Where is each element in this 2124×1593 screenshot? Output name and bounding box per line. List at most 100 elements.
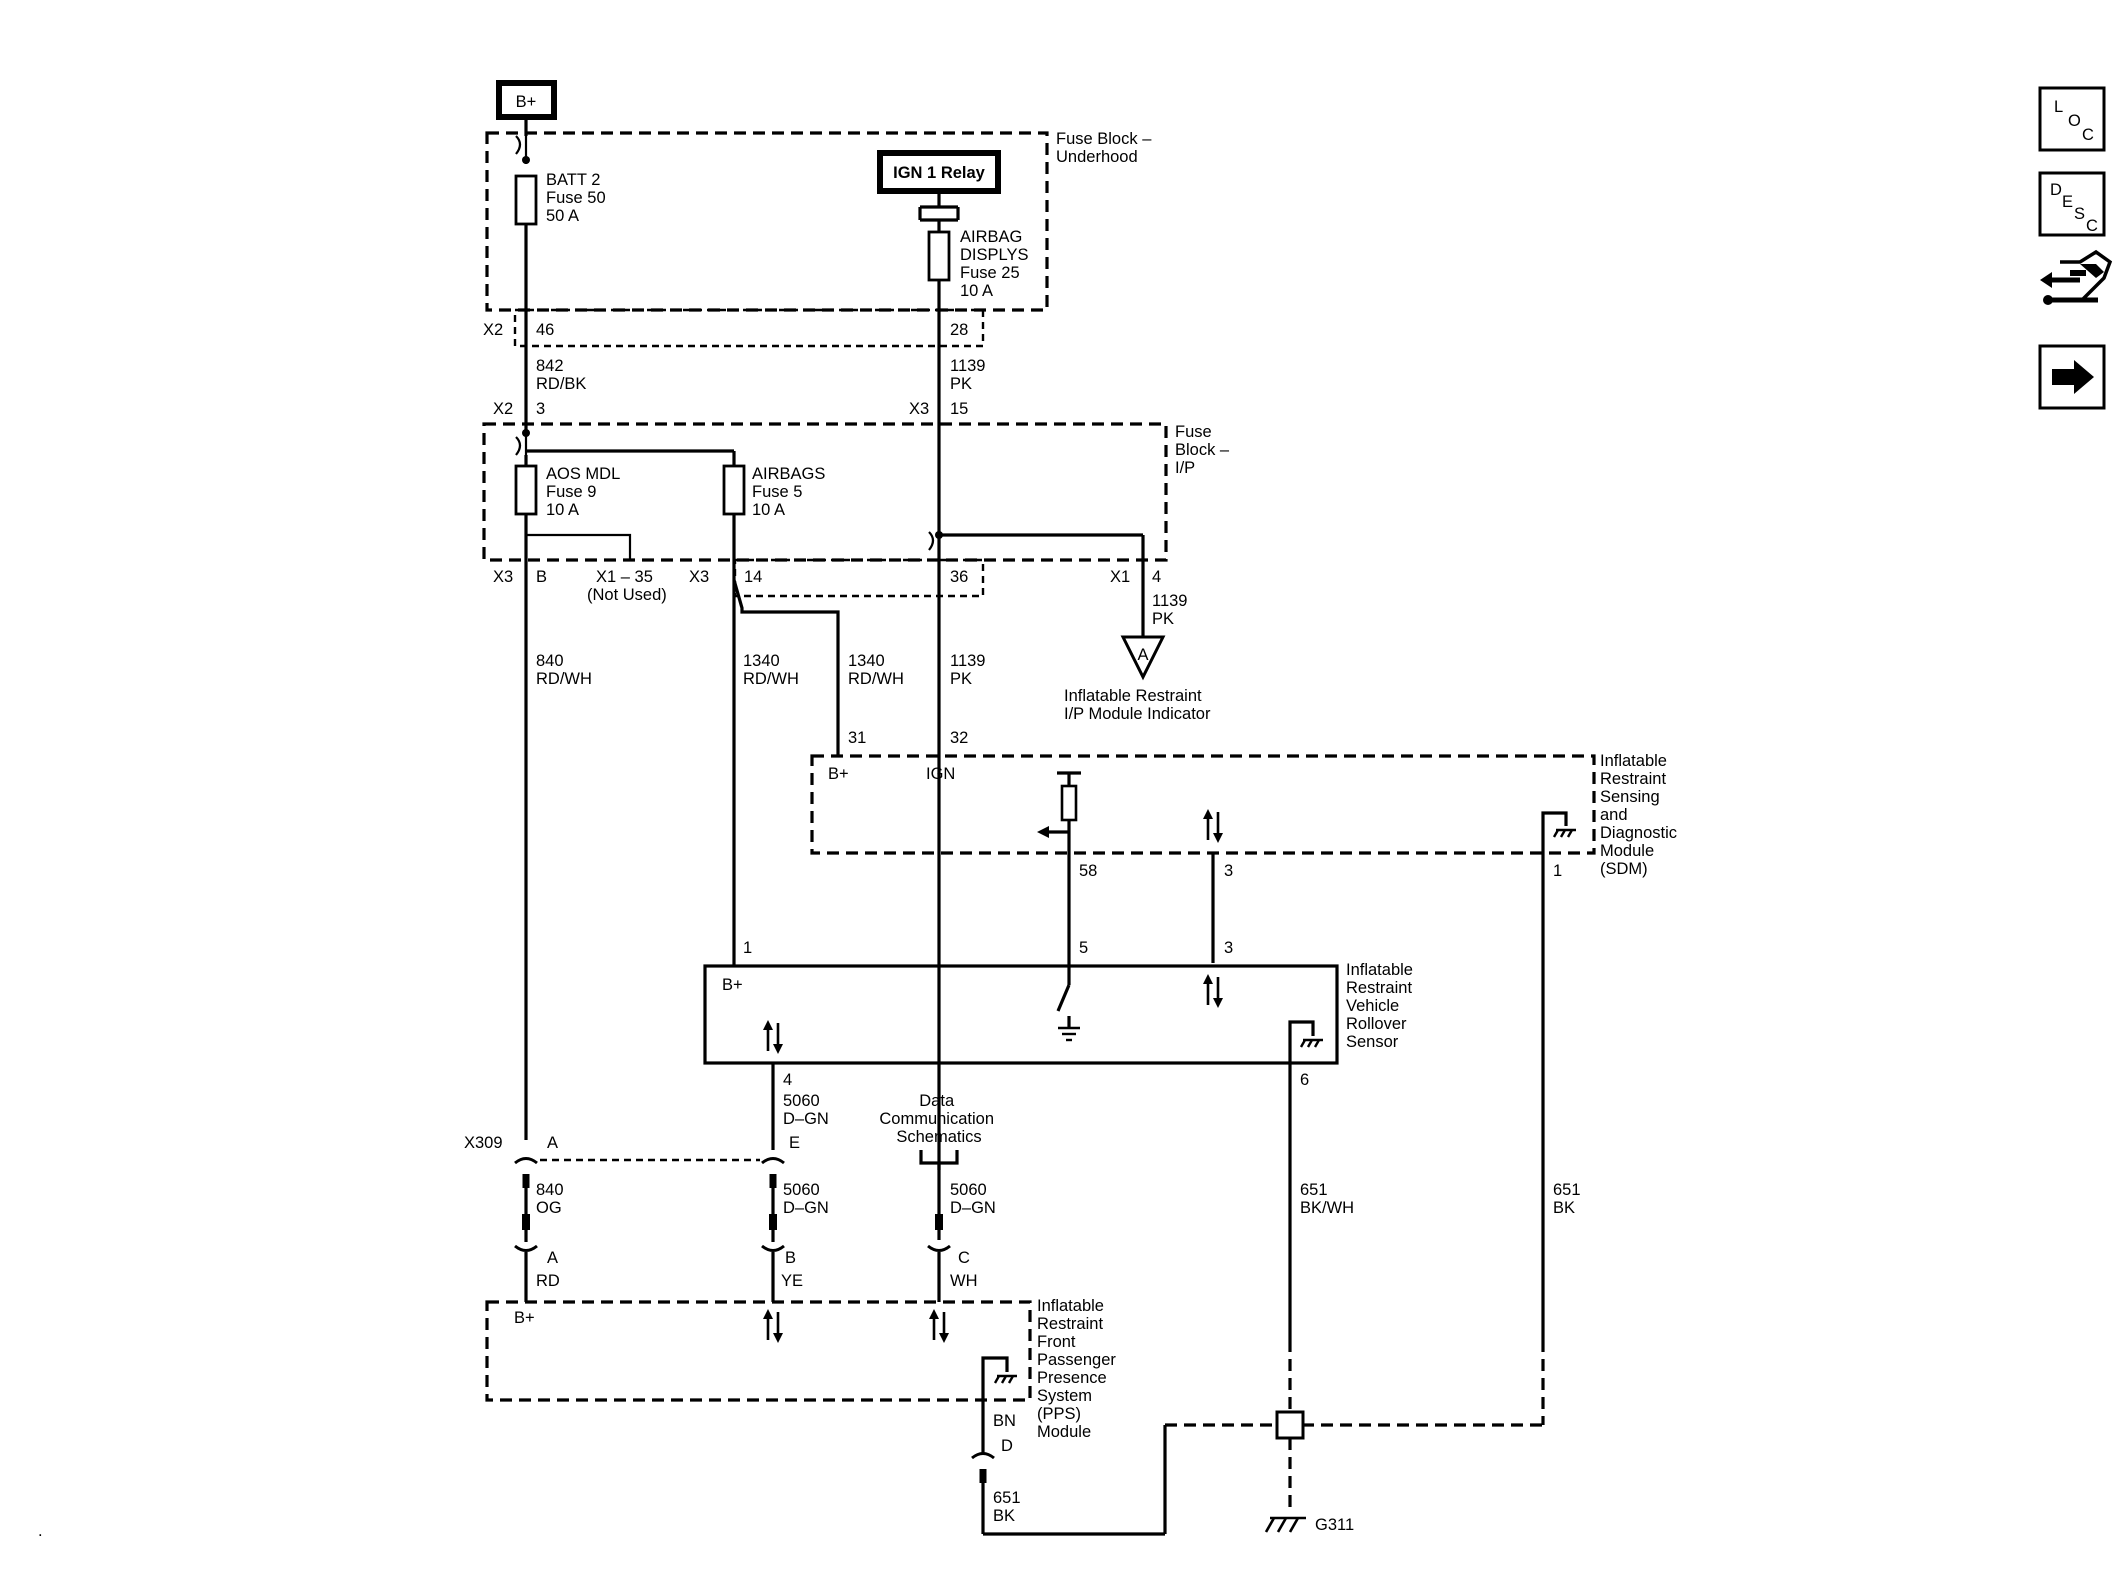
data-comm-label: Data Communication Schematics [879,1092,998,1146]
pin-3: 3 [536,400,545,418]
fuse-airbags-label: AIRBAGS Fuse 5 10 A [752,465,830,519]
connector-view-button[interactable] [2040,249,2113,305]
fuse-airbags-branch [526,449,840,966]
wire-1139-indicator-label: 1139 PK [1152,592,1192,628]
sdm-pin-1: 1 [1553,862,1562,880]
connector-x3-middle: X3 [689,568,709,586]
wire-1340-left-label: 1340 RD/WH [743,652,799,688]
wire-840-lower-label: 840 OG [536,1181,568,1217]
wire-5060-upper-label: 5060 D–GN [783,1092,829,1128]
connector-x3-upper: X3 [909,400,929,418]
wire-1340-right-label: 1340 RD/WH [848,652,904,688]
rollover-pin-1: 1 [743,939,752,957]
loc-icon-o: O [2068,112,2081,130]
pps-pin-a-color: RD [536,1272,560,1290]
pin-46: 46 [536,321,554,339]
connector-icon [2040,249,2113,305]
pin-b: B [536,568,547,586]
pps-pin-b: B [785,1249,796,1267]
location-view-button[interactable]: L O C [2038,86,2106,152]
pps-bn-label: BN [993,1412,1016,1430]
x309-label: X309 [464,1134,503,1152]
connector-x1: X1 [1110,568,1130,586]
sdm-ign-label: IGN [926,765,955,783]
desc-icon-e: E [2062,193,2073,211]
fuse-block-underhood-label: Fuse Block – Underhood [1056,130,1156,166]
wire-651-bkwh-label: 651 BK/WH [1300,1181,1354,1217]
wire-840-upper-label: 840 RD/WH [536,652,592,688]
loc-icon-l: L [2054,98,2063,116]
sdm-pin-32: 32 [950,729,968,747]
desc-icon-s: S [2074,205,2085,223]
connector-x1-35: X1 – 35 [596,568,653,586]
not-used-label: (Not Used) [587,586,667,604]
pps-module: B+ Inflatable Restraint Front Passenger … [485,1297,1167,1536]
battery-source: B+ [496,80,557,136]
x309-pin-e: E [789,1134,800,1152]
wire-battery-feed [514,135,538,1140]
wire-1139-upper-label: 1139 PK [950,357,990,393]
sdm-bplus-label: B+ [828,765,849,783]
footer-mark: . [38,1522,43,1540]
wire-1139-mid-label: 1139 PK [950,652,990,688]
wire-not-used-stub [526,533,632,560]
fuse-airbag-displays-label: AIRBAG DISPLYS Fuse 25 10 A [960,228,1033,300]
connector-x309: X309 A E [464,1134,943,1242]
next-page-button[interactable] [2038,344,2106,410]
indicator-triangle: A [1120,635,1166,681]
desc-icon-d: D [2050,181,2062,199]
indicator-symbol: A [1137,646,1148,664]
sdm-pin-3: 3 [1224,862,1233,880]
indicator-label: Inflatable Restraint I/P Module Indicato… [1064,687,1211,723]
description-view-button[interactable]: D E S C [2038,171,2106,237]
wire-5060-middle-label: 5060 D–GN [783,1181,829,1217]
rollover-pin-4: 4 [783,1071,792,1089]
rollover-bplus-label: B+ [722,976,743,994]
fuse-aos-mdl-label: AOS MDL Fuse 9 10 A [546,465,624,519]
arrow-right-icon [2052,360,2094,394]
wire-5060-lower-label: 5060 D–GN [950,1181,996,1217]
sdm-label: Inflatable Restraint Sensing and Diagnos… [1600,752,1682,878]
connector-x2-upper: X2 [483,321,503,339]
x309-pin-a: A [547,1134,558,1152]
rollover-pin-6: 6 [1300,1071,1309,1089]
pin-14: 14 [744,568,762,586]
pps-pin-c: C [958,1249,970,1267]
ign1-relay: IGN 1 Relay [877,150,1001,222]
wire-1139-indicator-branch [928,531,1145,637]
pps-bplus-label: B+ [514,1309,535,1327]
desc-icon-c: C [2086,217,2098,235]
loc-icon-c: C [2082,126,2094,144]
wire-651-bk-label: 651 BK [1553,1181,1585,1217]
pps-pin-b-color: YE [781,1272,803,1290]
pin-28: 28 [950,321,968,339]
pin-4: 4 [1152,568,1161,586]
fuse-batt2-label: BATT 2 Fuse 50 50 A [546,171,610,225]
sdm-module: 31 32 B+ IGN Inflatable Restraint Sensin… [810,729,1682,963]
pps-connectors: A RD B YE C WH [513,1244,978,1302]
wire-842-label: 842 RD/BK [536,357,586,393]
pin-15: 15 [950,400,968,418]
connector-x3-left: X3 [493,568,513,586]
fuse-airbag-displays [927,220,951,1170]
fuse-block-underhood: Fuse Block – Underhood [485,130,1156,348]
connector-x2-lower: X2 [493,400,513,418]
ground-g311-label: G311 [1315,1516,1354,1534]
battery-source-label: B+ [516,93,537,111]
sdm-pin-31: 31 [848,729,866,747]
rollover-sensor: 1 5 3 B+ Inflatable Restraint Vehicle Ro… [703,939,1418,1090]
sdm-pin-58: 58 [1079,862,1097,880]
pps-pin-d: D [1001,1437,1013,1455]
rollover-pin-5: 5 [1079,939,1088,957]
rollover-label: Inflatable Restraint Vehicle Rollover Se… [1346,961,1418,1051]
ign1-relay-label: IGN 1 Relay [893,164,986,182]
ground-g311: G311 [1165,1090,1543,1534]
pps-pin-a: A [547,1249,558,1267]
pin-36: 36 [950,568,968,586]
pps-pin-c-color: WH [950,1272,978,1290]
fuse-block-ip-label: Fuse Block – I/P [1175,423,1234,477]
pps-label: Inflatable Restraint Front Passenger Pre… [1037,1297,1120,1441]
rollover-pin-3: 3 [1224,939,1233,957]
fuse-block-ip: Fuse Block – I/P [482,422,1234,598]
